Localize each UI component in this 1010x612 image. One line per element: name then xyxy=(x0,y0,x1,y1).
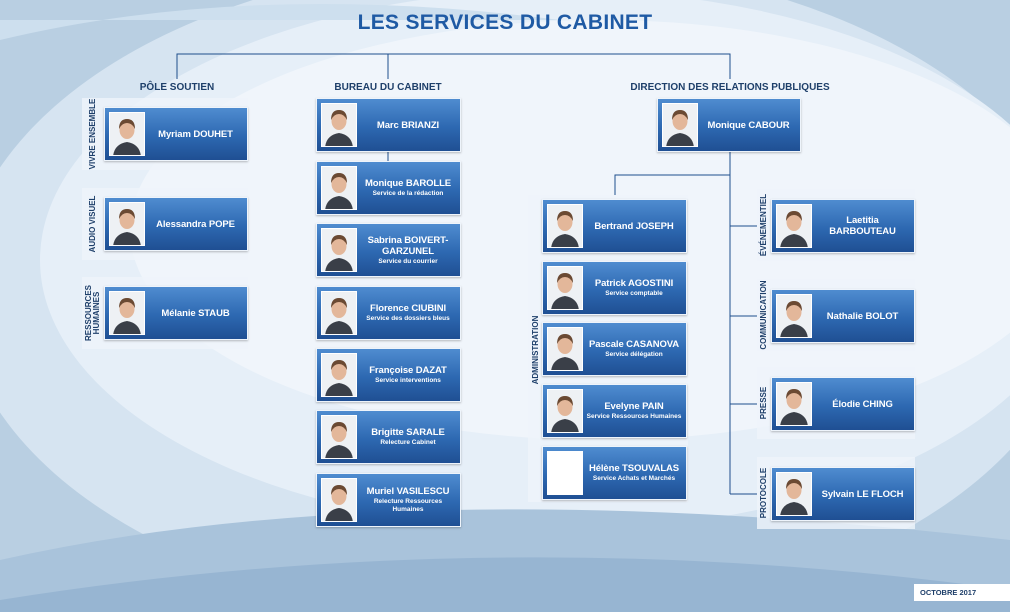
person-name: Mélanie STAUB xyxy=(161,307,230,319)
person-photo-icon xyxy=(321,166,357,210)
section-label-administration: ADMINISTRATION xyxy=(531,315,540,385)
section-label-ressources-humaines: RESSOURCES HUMAINES xyxy=(84,285,101,341)
section-label-communication: COMMUNICATION xyxy=(759,280,768,350)
person-card-sylvain-le-floch[interactable]: Sylvain LE FLOCH xyxy=(771,467,915,521)
person-name: Hélène TSOUVALAS xyxy=(588,463,680,474)
person-card-florence-ciubini[interactable]: Florence CIUBINI Service des dossiers bl… xyxy=(316,286,461,340)
person-card-alessandra-pope[interactable]: Alessandra POPE xyxy=(104,197,248,251)
person-photo-icon xyxy=(321,415,357,459)
section-label-audio-visuel: AUDIO VISUEL xyxy=(88,195,97,253)
person-card-myriam-douhet[interactable]: Myriam DOUHET xyxy=(104,107,248,161)
date-footer: OCTOBRE 2017 xyxy=(914,584,1010,601)
person-role: Service Achats et Marchés xyxy=(592,475,676,482)
person-name: Florence CIUBINI xyxy=(370,303,446,314)
person-card-sabrina-boivert-garzunel[interactable]: Sabrina BOIVERT- GARZUNEL Service du cou… xyxy=(316,223,461,277)
person-photo-icon xyxy=(109,112,145,156)
person-photo-icon xyxy=(776,472,812,516)
page-title: LES SERVICES DU CABINET xyxy=(357,11,653,34)
person-photo-icon xyxy=(321,353,357,397)
person-name: Marc BRIANZI xyxy=(376,119,440,131)
person-role: Humaines xyxy=(392,506,424,513)
person-photo-icon xyxy=(547,327,583,371)
person-role: Service de la rédaction xyxy=(372,190,444,197)
section-label-evenementiel: ÉVÉNEMENTIEL xyxy=(759,193,768,257)
person-photo-icon xyxy=(776,382,812,426)
person-name: Élodie CHING xyxy=(832,398,893,410)
section-label-vivre-ensemble: VIVRE ENSEMBLE xyxy=(88,98,97,170)
person-name: Laetitia BARBOUTEAU xyxy=(829,215,896,237)
heading-direction-relations-publiques: DIRECTION DES RELATIONS PUBLIQUES xyxy=(630,82,830,93)
person-card-helene-tsouvalas[interactable]: Hélène TSOUVALAS Service Achats et March… xyxy=(542,446,687,500)
person-name: Monique BAROLLE xyxy=(364,178,452,189)
person-name: Myriam DOUHET xyxy=(158,128,233,140)
person-role: Service du courrier xyxy=(378,257,438,265)
person-role: Service interventions xyxy=(375,377,441,384)
person-photo-icon xyxy=(662,103,698,147)
person-role: Relecture Ressources xyxy=(373,498,443,505)
section-label-protocole: PROTOCOLE xyxy=(759,467,768,519)
person-photo-icon xyxy=(109,202,145,246)
person-name: Pascale CASANOVA xyxy=(588,339,680,350)
person-photo-icon xyxy=(776,204,812,248)
person-role: Relecture Cabinet xyxy=(380,439,436,446)
person-card-elodie-ching[interactable]: Élodie CHING xyxy=(771,377,915,431)
section-label-line: HUMAINES xyxy=(92,291,101,335)
person-role: Service comptable xyxy=(605,290,663,297)
person-card-nathalie-bolot[interactable]: Nathalie BOLOT xyxy=(771,289,915,343)
person-role: Service des dossiers bleus xyxy=(366,315,450,322)
person-card-muriel-vasilescu[interactable]: Muriel VASILESCU Relecture Ressources Hu… xyxy=(316,473,461,527)
person-photo-icon xyxy=(321,228,357,272)
person-card-patrick-agostini[interactable]: Patrick AGOSTINI Service comptable xyxy=(542,261,687,315)
person-name: Sylvain LE FLOCH xyxy=(821,488,904,500)
heading-bureau-du-cabinet: BUREAU DU CABINET xyxy=(334,82,442,93)
person-card-laetitia-barbouteau[interactable]: Laetitia BARBOUTEAU xyxy=(771,199,915,253)
blank-photo-icon xyxy=(547,451,583,495)
person-name: Bertrand JOSEPH xyxy=(594,220,674,232)
person-photo-icon xyxy=(321,103,357,147)
person-card-francoise-dazat[interactable]: Françoise DAZAT Service interventions xyxy=(316,348,461,402)
person-role: Service délégation xyxy=(605,351,663,358)
person-photo-icon xyxy=(321,478,357,522)
person-photo-icon xyxy=(776,294,812,338)
person-photo-icon xyxy=(321,291,357,335)
person-card-evelyne-pain[interactable]: Evelyne PAIN Service Ressources Humaines xyxy=(542,384,687,438)
person-photo-icon xyxy=(109,291,145,335)
heading-pole-soutien: PÔLE SOUTIEN xyxy=(139,82,215,93)
person-name: Françoise DAZAT xyxy=(369,365,447,376)
person-card-melanie-staub[interactable]: Mélanie STAUB xyxy=(104,286,248,340)
person-card-monique-barolle[interactable]: Monique BAROLLE Service de la rédaction xyxy=(316,161,461,215)
person-name: Patrick AGOSTINI xyxy=(594,278,674,289)
person-name: GARZUNEL xyxy=(382,245,434,257)
person-name: Muriel VASILESCU xyxy=(366,486,450,497)
person-card-pascale-casanova[interactable]: Pascale CASANOVA Service délégation xyxy=(542,322,687,376)
person-name: Nathalie BOLOT xyxy=(826,310,899,322)
person-card-brigitte-sarale[interactable]: Brigitte SARALE Relecture Cabinet xyxy=(316,410,461,464)
person-photo-icon xyxy=(547,204,583,248)
person-name: Brigitte SARALE xyxy=(371,427,445,438)
person-card-bertrand-joseph[interactable]: Bertrand JOSEPH xyxy=(542,199,687,253)
person-card-marc-brianzi[interactable]: Marc BRIANZI xyxy=(316,98,461,152)
person-role: Service Ressources Humaines xyxy=(586,413,682,420)
person-name: Evelyne PAIN xyxy=(604,401,664,412)
person-card-monique-cabour[interactable]: Monique CABOUR xyxy=(657,98,801,152)
person-name: Sabrina BOIVERT- xyxy=(367,234,449,246)
person-photo-icon xyxy=(547,266,583,310)
person-photo-icon xyxy=(547,389,583,433)
person-name: Alessandra POPE xyxy=(156,218,235,230)
person-name: Monique CABOUR xyxy=(707,119,790,131)
section-label-presse: PRESSE xyxy=(759,386,768,420)
